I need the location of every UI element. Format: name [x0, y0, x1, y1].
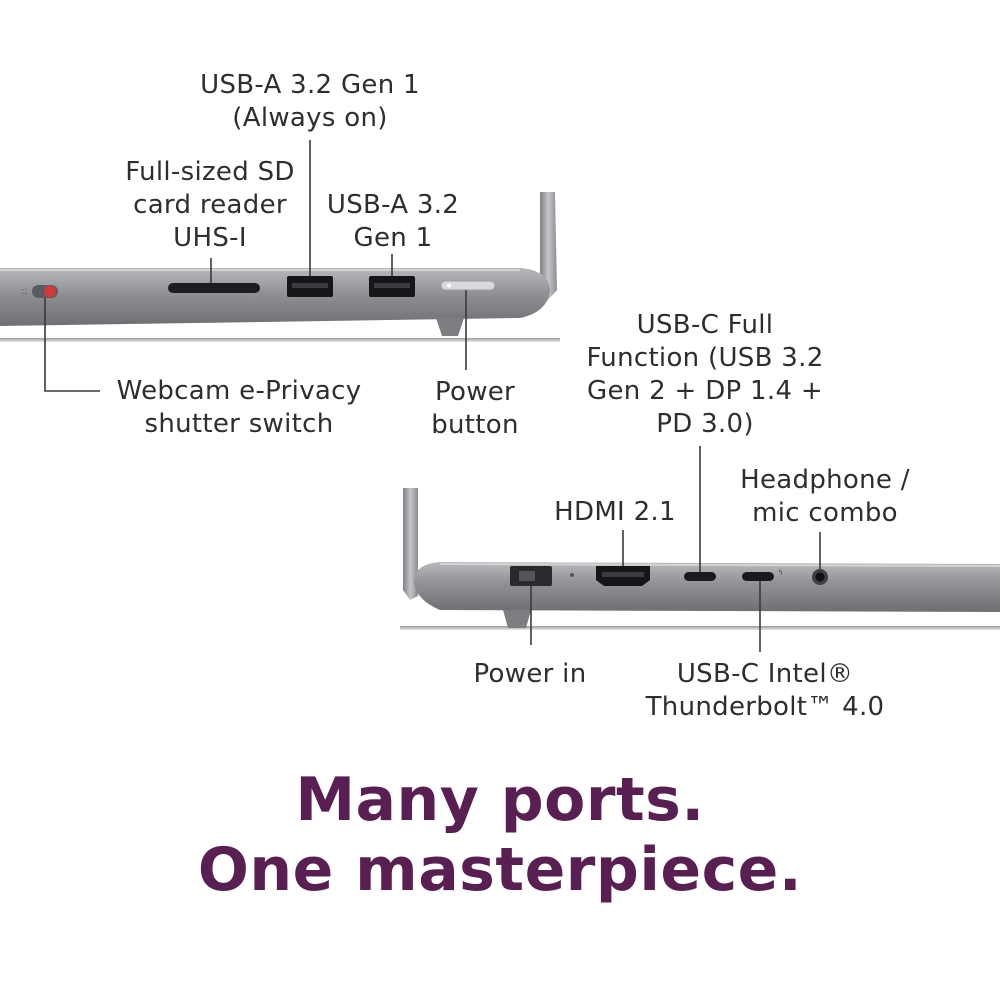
- usb-a-port: [369, 276, 415, 297]
- label-power-button: Power button: [431, 377, 519, 440]
- usb-a-port-always-on: [287, 276, 333, 297]
- power-in-port: [510, 566, 552, 586]
- usb-c-full-function-port: [684, 572, 716, 581]
- laptop-foot-2: [503, 610, 531, 628]
- label-webcam-privacy-switch: Webcam e-Privacy shutter switch: [116, 376, 362, 439]
- headline-line-1: Many ports.: [295, 765, 705, 835]
- label-thunderbolt: USB-C Intel® Thunderbolt™ 4.0: [645, 659, 885, 722]
- power-button-shape: [440, 280, 496, 291]
- label-headphone-mic: Headphone / mic combo: [740, 465, 910, 528]
- table-surface: [0, 338, 560, 342]
- hdmi-port: [596, 566, 650, 586]
- headline: Many ports. One masterpiece.: [0, 765, 1000, 905]
- laptop-lid: [540, 192, 557, 300]
- table-surface-2: [400, 626, 1000, 630]
- label-sd-card-reader: Full-sized SD card reader UHS-I: [125, 157, 295, 253]
- svg-text:⛶: ⛶: [22, 288, 27, 296]
- laptop-base-2: [414, 562, 1000, 612]
- svg-text:ϟ: ϟ: [778, 568, 783, 577]
- label-usb-a: USB-A 3.2 Gen 1: [326, 190, 460, 253]
- label-power-in: Power in: [473, 659, 587, 689]
- laptop-left-side: ⛶: [0, 140, 560, 392]
- label-hdmi: HDMI 2.1: [554, 497, 676, 527]
- label-usb-a-always-on: USB-A 3.2 Gen 1 (Always on): [200, 70, 420, 133]
- leader-lines-bottom: [530, 446, 821, 652]
- laptop-foot: [436, 318, 464, 336]
- label-usb-c-full-function: USB-C Full Function (USB 3.2 Gen 2 + DP …: [586, 310, 824, 439]
- laptop-base: [0, 268, 550, 326]
- laptop-lid-2: [403, 488, 418, 600]
- privacy-switch: ⛶: [22, 285, 58, 298]
- leader-lines-top: [44, 140, 467, 392]
- laptop-right-side: ϟ: [400, 446, 1000, 652]
- thunderbolt-port: [742, 572, 774, 581]
- headphone-jack: [812, 569, 828, 585]
- sd-card-slot: [168, 283, 260, 293]
- headline-line-2: One masterpiece.: [197, 835, 803, 905]
